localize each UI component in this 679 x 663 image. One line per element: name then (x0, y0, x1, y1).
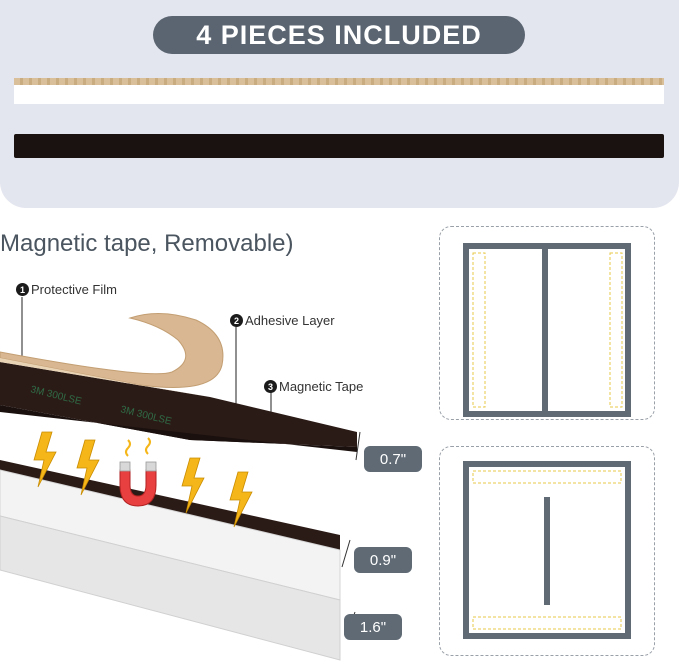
lightning-icon (33, 431, 253, 528)
black-strip (14, 134, 664, 158)
white-strip (14, 78, 664, 104)
dimension-brackets (341, 431, 361, 639)
diagram-heading: Magnetic tape, Removable) (0, 230, 294, 257)
white-channel-front (0, 515, 341, 661)
tan-backing (14, 78, 664, 85)
label-adhesive-layer: 2 Adhesive Layer (230, 313, 335, 328)
window-diagram-vertical (463, 243, 631, 417)
size-tag-large: 1.6" (344, 614, 402, 640)
label-magnetic-tape: 3 Magnetic Tape (264, 379, 363, 394)
pieces-banner: 4 PIECES INCLUDED (153, 16, 525, 54)
window-box-2 (439, 446, 655, 656)
protective-film (0, 312, 224, 388)
size-tag-small: 0.7" (364, 446, 422, 472)
magnet-icon (119, 437, 157, 507)
size-tag-medium: 0.9" (354, 547, 412, 573)
thin-magnet-top (0, 362, 357, 447)
label-protective-film: 1 Protective Film (16, 282, 117, 297)
top-panel: 4 PIECES INCLUDED (0, 0, 679, 208)
window-box-1 (439, 226, 655, 420)
window-diagram-horizontal (463, 461, 631, 639)
thin-magnet-edge (0, 405, 357, 452)
